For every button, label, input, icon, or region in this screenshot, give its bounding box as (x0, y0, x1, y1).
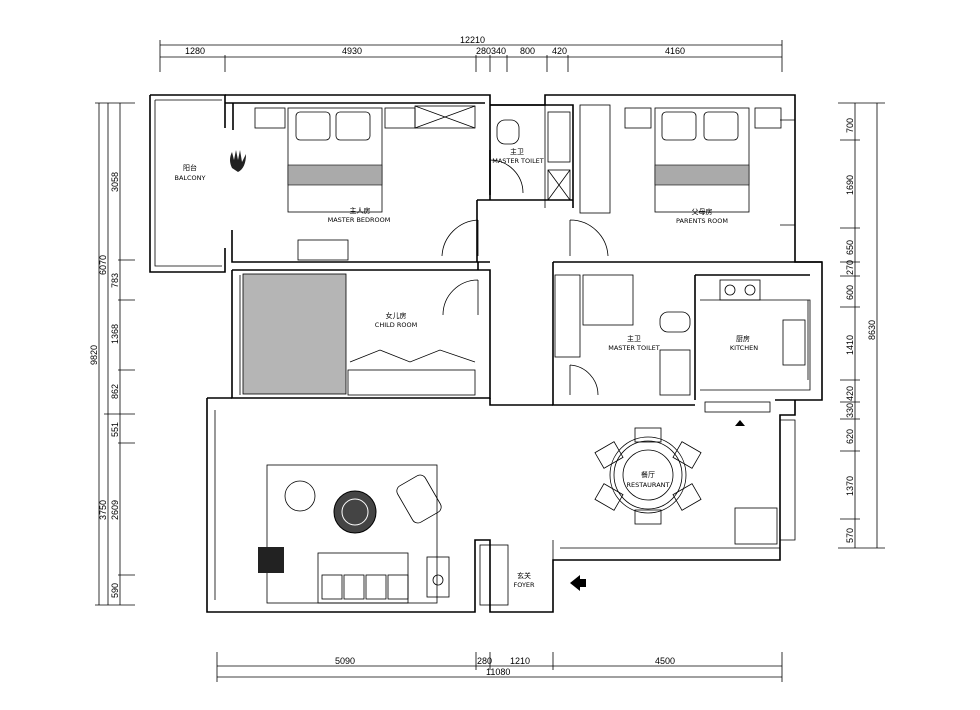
dim-left-mid: 3750 (98, 500, 108, 520)
living-room-furniture (258, 464, 509, 606)
parents-bed (579, 104, 782, 214)
dim-left: 862 (110, 384, 120, 399)
dim-right: 270 (845, 260, 855, 275)
dim-left: 2609 (110, 500, 120, 520)
dim-left: 3058 (110, 172, 120, 192)
dim-top: 4930 (342, 46, 362, 56)
master-toilet-2-label-cn: 主卫 (627, 334, 641, 343)
dim-top: 1280 (185, 46, 205, 56)
dim-left: 1368 (110, 324, 120, 344)
dim-left: 783 (110, 273, 120, 288)
parents-room-label-cn: 父母房 (692, 207, 713, 216)
master-toilet-label: MASTER TOILET (492, 157, 544, 165)
dim-left-mid: 6070 (98, 255, 108, 275)
child-room-furniture (242, 273, 476, 396)
dim-bottom: 1210 (510, 656, 530, 666)
dim-top: 340 (491, 46, 506, 56)
dim-bottom-total: 11080 (486, 667, 510, 677)
kitchen-label: KITCHEN (730, 344, 758, 352)
kitchen-label-cn: 厨房 (736, 334, 750, 343)
room-labels: 阳台 BALCONY 主人房 MASTER BEDROOM 主卫 MASTER … (174, 147, 758, 589)
dim-top: 420 (552, 46, 567, 56)
master-bedroom-label-cn: 主人房 (350, 206, 371, 215)
dim-right: 600 (845, 285, 855, 300)
balcony-label-cn: 阳台 (183, 163, 197, 172)
dim-bottom: 5090 (335, 656, 355, 666)
master-bed (254, 105, 476, 261)
dim-bottom: 280 (477, 656, 492, 666)
child-room-label: CHILD ROOM (375, 321, 417, 329)
dim-right: 1410 (845, 335, 855, 355)
foyer-label-cn: 玄关 (517, 571, 531, 580)
master-bedroom-label: MASTER BEDROOM (328, 216, 391, 224)
dim-right: 420 (845, 386, 855, 401)
dim-top: 280 (476, 46, 491, 56)
dimension-top: 12210 1280 4930 280 340 800 420 4160 (159, 35, 783, 72)
parents-room-label: PARENTS ROOM (676, 217, 728, 225)
dim-left: 590 (110, 583, 120, 598)
balcony-label: BALCONY (174, 174, 205, 182)
dim-right-total: 8630 (867, 320, 877, 340)
dim-left-total: 9820 (89, 345, 99, 365)
dimension-bottom: 5090 280 1210 4500 11080 (216, 652, 783, 682)
dim-bottom: 4500 (655, 656, 675, 666)
dim-right: 620 (845, 429, 855, 444)
dimension-right: 700 1690 650 270 600 1410 420 330 620 13… (838, 102, 885, 549)
dim-right: 1370 (845, 476, 855, 496)
hand-icon (230, 150, 246, 172)
dim-top-total: 12210 (460, 35, 485, 45)
dim-right: 330 (845, 403, 855, 418)
dim-left: 551 (110, 422, 120, 437)
dim-top: 800 (520, 46, 535, 56)
dim-top: 4160 (665, 46, 685, 56)
dim-right: 700 (845, 118, 855, 133)
toilet-fixtures (496, 111, 806, 413)
dim-right: 650 (845, 240, 855, 255)
dining-table (594, 427, 778, 545)
master-toilet-label-cn: 主卫 (510, 147, 524, 156)
restaurant-label: RESTAURANT (627, 481, 670, 489)
entry-arrow-icon (570, 420, 745, 591)
dim-right: 1690 (845, 175, 855, 195)
dimension-left: 9820 6070 3750 3058 783 1368 862 551 260… (89, 102, 135, 606)
child-room-label-cn: 女儿房 (386, 311, 407, 320)
foyer-label: FOYER (513, 581, 535, 589)
restaurant-label-cn: 餐厅 (641, 470, 655, 479)
doors (441, 159, 609, 396)
master-toilet-2-label: MASTER TOILET (608, 344, 660, 352)
dim-right: 570 (845, 528, 855, 543)
